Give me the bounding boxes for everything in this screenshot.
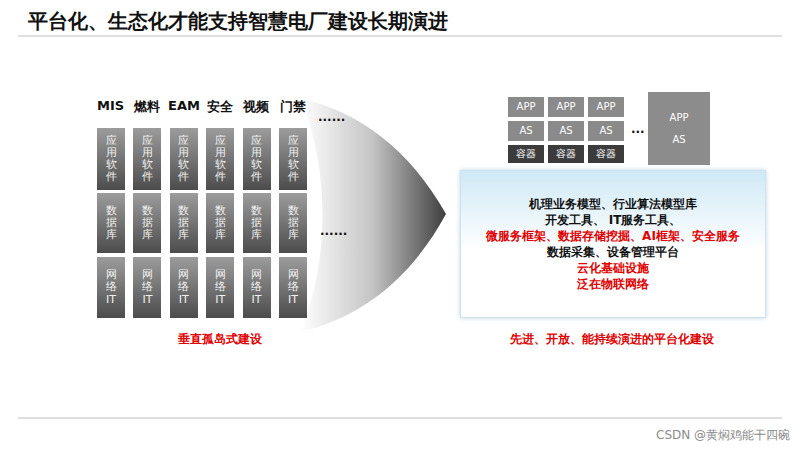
box-label: 容器 <box>516 148 536 160</box>
silo-box: 应用软件 <box>243 128 271 190</box>
container-box: 容器 <box>547 144 585 164</box>
silo-box: 数据库 <box>97 193 125 253</box>
app-box: APP <box>587 96 625 118</box>
silo-box: 应用软件 <box>279 128 307 190</box>
box-label: 数据库 <box>288 205 299 241</box>
silo-box: 应用软件 <box>97 128 125 190</box>
platform-box: 机理业务模型、行业算法模型库开发工具、 IT服务工具、微服务框架、数据存储挖掘、… <box>460 170 766 318</box>
box-label: AS <box>559 125 572 137</box>
ellipsis: ...... <box>318 110 345 124</box>
silo-box: 数据库 <box>133 193 161 253</box>
box-label: 应用软件 <box>251 135 262 183</box>
app-box: AS <box>547 120 585 142</box>
box-label: 网络IT <box>288 269 299 305</box>
watermark: CSDN @黄焖鸡能干四碗 <box>656 427 790 444</box>
box-label: 容器 <box>556 148 576 160</box>
silo-box: 网络IT <box>97 257 125 318</box>
platform-line: 云化基础设施 <box>577 260 649 276</box>
ellipsis: ... <box>631 122 645 136</box>
silo-box: 数据库 <box>243 193 271 253</box>
column-header: 视频 <box>243 98 269 116</box>
app-box: APP <box>507 96 545 118</box>
footer-rule <box>18 418 782 419</box>
box-label: 应用软件 <box>288 135 299 183</box>
box-label: APP <box>670 112 689 124</box>
box-label: 应用软件 <box>215 135 226 183</box>
box-label: 应用软件 <box>178 135 189 183</box>
box-label: 应用软件 <box>106 135 117 183</box>
column-header: EAM <box>168 98 200 113</box>
silo-box: 数据库 <box>170 193 198 253</box>
column-header: 燃料 <box>134 98 160 116</box>
box-label: AS <box>599 125 612 137</box>
column-header: 门禁 <box>280 98 306 116</box>
silo-box: 数据库 <box>206 193 234 253</box>
box-label: AS <box>519 125 532 137</box>
silo-box: 网络IT <box>170 257 198 318</box>
silo-box: 应用软件 <box>170 128 198 190</box>
app-box: AS <box>507 120 545 142</box>
platform-line: 机理业务模型、行业算法模型库 <box>529 196 697 212</box>
title-rule <box>18 36 782 37</box>
slide-title: 平台化、生态化才能支持智慧电厂建设长期演进 <box>28 8 448 35</box>
box-label: 数据库 <box>251 205 262 241</box>
box-label: 网络IT <box>106 269 117 305</box>
silo-box: 网络IT <box>206 257 234 318</box>
silo-box: 应用软件 <box>206 128 234 190</box>
box-label: APP <box>517 101 536 113</box>
silo-box: 应用软件 <box>133 128 161 190</box>
silo-box: 网络IT <box>133 257 161 318</box>
platform-line: 开发工具、 IT服务工具、 <box>545 212 682 228</box>
box-label: 数据库 <box>178 205 189 241</box>
box-label: 网络IT <box>178 269 189 305</box>
app-box: APP <box>547 96 585 118</box>
section-caption: 先进、开放、能持续演进的平台化建设 <box>510 331 714 348</box>
box-label: 应用软件 <box>142 135 153 183</box>
platform-line: 泛在物联网络 <box>577 276 649 292</box>
box-label: 网络IT <box>215 269 226 305</box>
container-box: 容器 <box>507 144 545 164</box>
container-box: 容器 <box>587 144 625 164</box>
box-label: 数据库 <box>215 205 226 241</box>
silo-box: 网络IT <box>279 257 307 318</box>
box-label: AS <box>672 134 685 146</box>
section-caption: 垂直孤岛式建设 <box>178 331 262 348</box>
funnel-arrow <box>300 98 446 332</box>
column-header: 安全 <box>207 98 233 116</box>
box-label: 网络IT <box>142 269 153 305</box>
column-header: MIS <box>97 98 124 113</box>
box-label: APP <box>557 101 576 113</box>
box-label: APP <box>597 101 616 113</box>
platform-line: 微服务框架、数据存储挖掘、AI框架、安全服务 <box>486 228 740 244</box>
app-box: APP AS <box>648 92 710 165</box>
box-label: 数据库 <box>142 205 153 241</box>
box-label: 数据库 <box>106 205 117 241</box>
box-label: 容器 <box>596 148 616 160</box>
box-label: 网络IT <box>251 269 262 305</box>
ellipsis: ...... <box>320 224 347 238</box>
silo-box: 数据库 <box>279 193 307 253</box>
app-box: AS <box>587 120 625 142</box>
platform-line: 数据采集、设备管理平台 <box>547 244 679 260</box>
silo-box: 网络IT <box>243 257 271 318</box>
